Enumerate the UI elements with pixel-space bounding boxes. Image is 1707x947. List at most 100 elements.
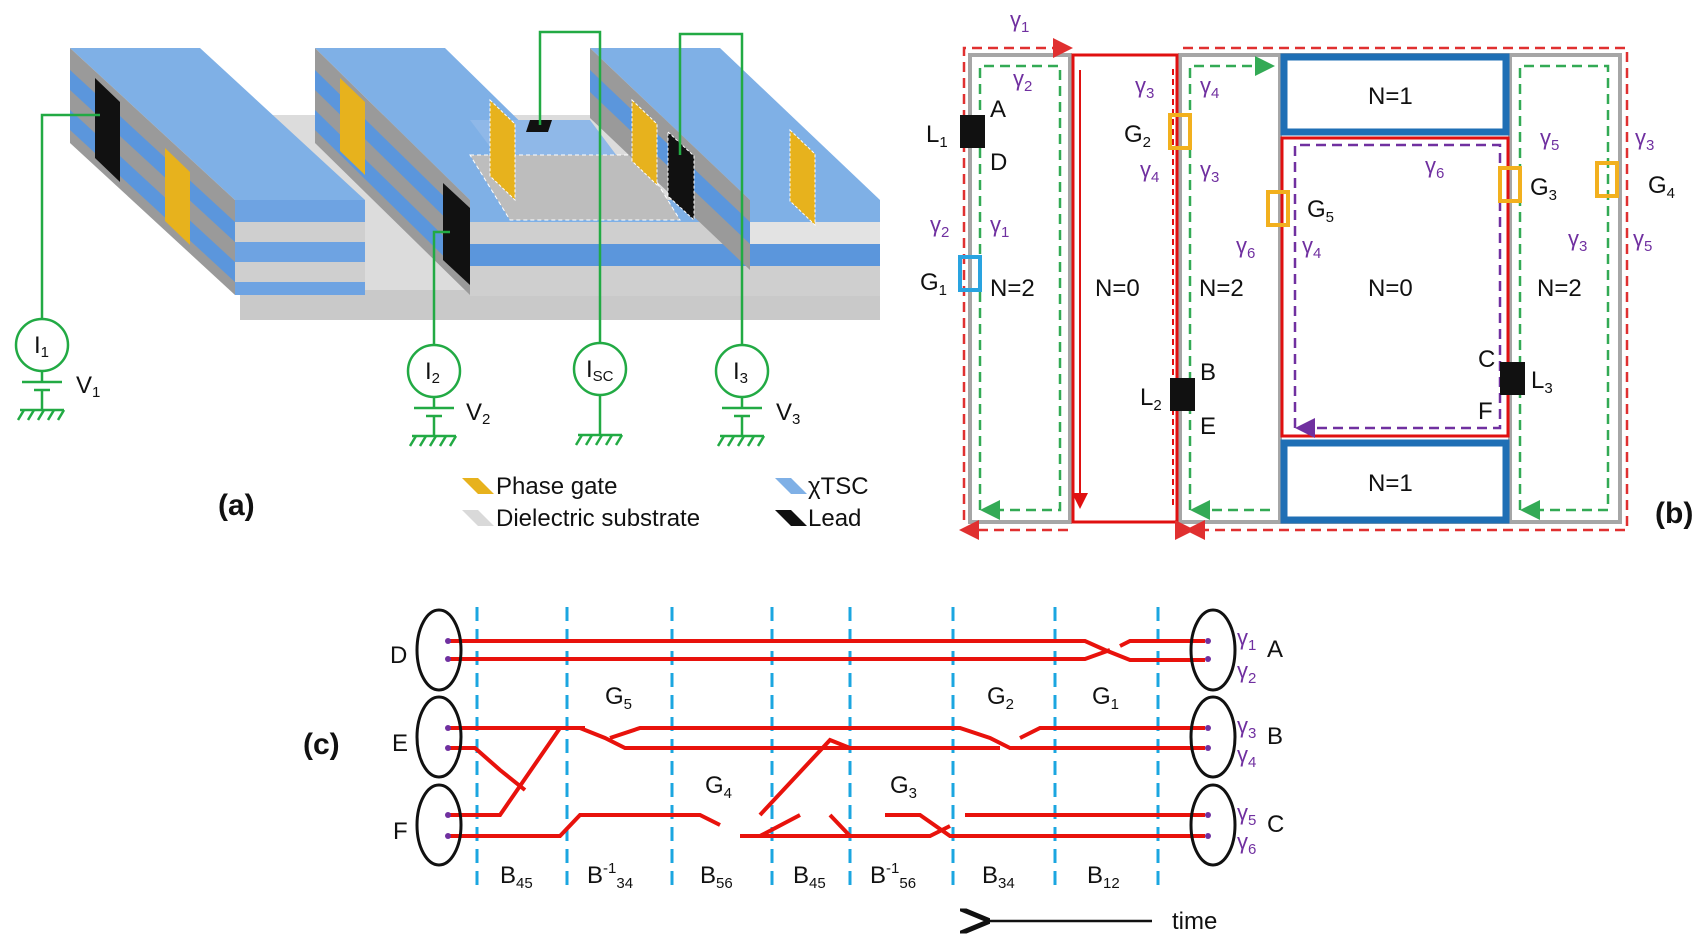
svg-text:ISC: ISC [586, 356, 614, 385]
point-e: E [1200, 413, 1216, 440]
braid-op-5: B-156 [870, 860, 916, 892]
region-n0-left-border [1071, 53, 1179, 524]
gate-label-g1: G1 [1092, 683, 1119, 713]
label-l2: L2 [1140, 384, 1162, 414]
region-n1-bottom-border [1280, 439, 1510, 524]
gamma-n0-top: γ3 [1135, 73, 1154, 102]
legend-swatch-phase-gate [462, 478, 494, 494]
lead-l2 [1170, 378, 1195, 411]
label-l1: L1 [926, 121, 948, 151]
braid-op-3: B56 [700, 862, 733, 892]
svg-text:I2: I2 [425, 358, 440, 387]
gamma-2: γ2 [1237, 658, 1256, 687]
voltage-v3: V3 [776, 399, 800, 428]
region-n0-left: N=0 [1095, 275, 1140, 302]
region-n1-top: N=1 [1368, 83, 1413, 110]
label-a: A [1267, 636, 1283, 663]
current-source-i3: I3 [714, 343, 770, 399]
region-n0-right-border [1280, 136, 1510, 438]
wires [40, 30, 744, 435]
gamma-right-mid: γ3 [1568, 226, 1587, 255]
legend-dielectric: Dielectric substrate [496, 505, 700, 532]
gamma-mid-top: γ4 [1200, 73, 1219, 102]
braid-op-1: B45 [500, 862, 533, 892]
lead-l3 [1500, 362, 1525, 395]
label-g4: G4 [1648, 172, 1675, 202]
current-source-i2: I2 [406, 343, 462, 399]
gamma-4: γ4 [1237, 742, 1256, 771]
panel-a-label: (a) [218, 489, 255, 522]
gate-g4 [1595, 161, 1619, 198]
point-a: A [990, 96, 1006, 123]
legend: Phase gate Dielectric substrate χTSC Lea… [462, 473, 869, 532]
panel-b-label: (b) [1655, 497, 1693, 530]
svg-text:I1: I1 [34, 332, 49, 361]
legend-lead: Lead [808, 505, 861, 532]
phase-gates [165, 78, 816, 245]
svg-text:I3: I3 [733, 358, 748, 387]
gate-g1 [958, 255, 982, 292]
braid-worldlines [450, 639, 1205, 838]
outer-chiral-edges [959, 38, 1629, 540]
region-n0-right: N=0 [1368, 275, 1413, 302]
voltage-v1: V1 [76, 372, 100, 401]
region-n1-top-border [1280, 53, 1510, 136]
gamma-mid-low: γ6 [1236, 233, 1255, 262]
gamma-1: γ1 [1237, 625, 1256, 654]
tsc-bar-left [70, 48, 365, 295]
gate-label-g5: G5 [605, 683, 632, 713]
point-b: B [1200, 359, 1216, 386]
point-f: F [1478, 398, 1493, 425]
label-b: B [1267, 723, 1283, 750]
leads [95, 78, 695, 285]
legend-phase-gate: Phase gate [496, 473, 617, 500]
core-chiral-edge [1293, 143, 1502, 438]
braid-op-2: B-134 [587, 860, 633, 892]
current-source-isc: ISC [572, 341, 628, 397]
label-g5: G5 [1307, 196, 1334, 226]
gate-g3 [1498, 166, 1522, 203]
point-c: C [1478, 346, 1495, 373]
gamma-right-top: γ5 [1540, 125, 1559, 154]
braid-op-4: B45 [793, 862, 826, 892]
lead-l1 [960, 115, 985, 148]
gate-g2 [1168, 113, 1192, 150]
label-f: F [393, 818, 408, 845]
region-n1-bottom: N=1 [1368, 470, 1413, 497]
panel-c-braiding: D E F A B C γ1 γ2 γ3 γ4 γ5 γ6 G5 G4 G3 G… [303, 607, 1284, 935]
gamma-outer-top: γ3 [1635, 125, 1654, 154]
label-g1: G1 [920, 269, 947, 299]
gate-label-g3: G3 [890, 772, 917, 802]
gamma-5: γ5 [1237, 800, 1256, 829]
region-n2-left: N=2 [990, 275, 1035, 302]
point-d: D [990, 149, 1007, 176]
gamma-left-outer-mid: γ2 [930, 212, 949, 241]
gamma-outer-mid: γ5 [1633, 226, 1652, 255]
gamma-mid-mid: γ3 [1200, 157, 1219, 186]
label-l3: L3 [1531, 367, 1553, 397]
endpoint-dots [445, 638, 1211, 839]
legend-swatch-dielectric [462, 510, 494, 526]
time-label: time [1172, 908, 1217, 935]
region-n2-mid: N=2 [1199, 275, 1244, 302]
current-source-i1: I1 [14, 317, 70, 373]
gate-label-g2: G2 [987, 683, 1014, 713]
legend-swatch-lead [775, 510, 807, 526]
inner-chiral-edges [978, 56, 1610, 520]
gamma-n0-mid: γ4 [1140, 157, 1159, 186]
region-n2-right: N=2 [1537, 275, 1582, 302]
braid-op-7: B12 [1087, 862, 1120, 892]
gamma-inner-left: γ4 [1302, 233, 1321, 262]
gamma-left-inner: γ2 [1013, 66, 1032, 95]
braid-op-6: B34 [982, 862, 1015, 892]
voltage-v2: V2 [466, 399, 490, 428]
gamma-top: γ1 [1010, 7, 1029, 36]
legend-chi-tsc: χTSC [808, 473, 869, 500]
gate-label-g4: G4 [705, 772, 732, 802]
label-c: C [1267, 811, 1284, 838]
gamma-6: γ6 [1237, 829, 1256, 858]
panel-c-label: (c) [303, 728, 340, 761]
gamma-left-inner-mid: γ1 [990, 212, 1009, 241]
gate-g5 [1266, 190, 1290, 227]
